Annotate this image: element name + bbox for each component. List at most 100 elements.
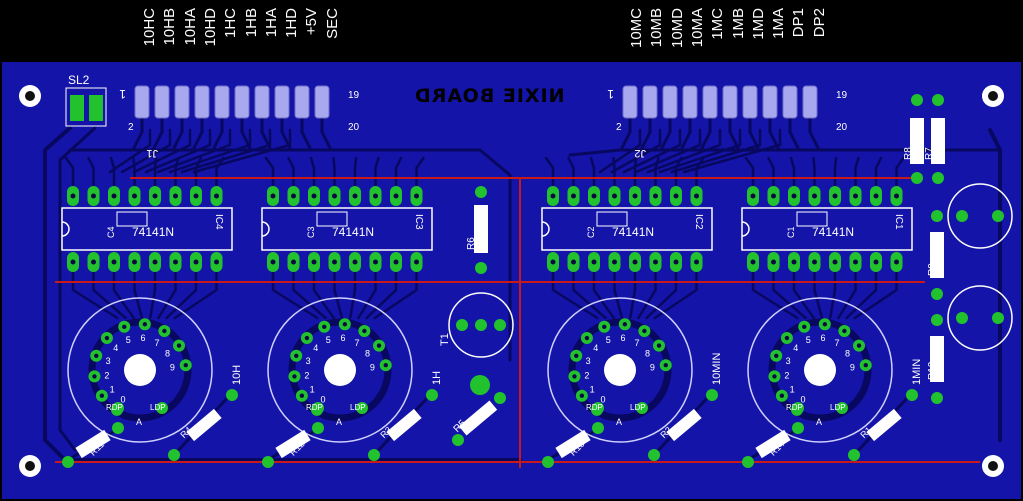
ic-trace (264, 156, 275, 188)
pin-label: 1 (607, 87, 614, 101)
ic-drill (673, 193, 679, 199)
ic-drill (414, 259, 419, 265)
ic-trace (837, 270, 857, 320)
top-layer-traces (55, 177, 980, 468)
tube-center-text: A (336, 417, 342, 427)
ic-trace (133, 270, 144, 320)
ic-trace (792, 270, 816, 320)
tube-dp-label: RDP (106, 403, 123, 412)
ic-drill (673, 259, 679, 265)
resistor-body (555, 429, 591, 459)
cap-pad (956, 312, 968, 324)
ic-trace (415, 156, 425, 188)
ic-drill (70, 193, 76, 199)
tube-drill (299, 393, 305, 398)
tube-drill (774, 353, 779, 358)
tube-center (604, 354, 636, 386)
tube-center-text: A (616, 417, 622, 427)
copper-traces (43, 116, 1002, 462)
connector-name: J1 (146, 147, 158, 159)
connector-label: DP2 (810, 8, 828, 38)
ic-drill (393, 193, 399, 199)
ic-drill (111, 193, 117, 199)
cap-pad (956, 210, 968, 222)
ic-trace (613, 270, 624, 320)
tube-pin-label: 1 (110, 384, 115, 394)
ic-drill (270, 259, 276, 265)
res-pad (475, 186, 487, 198)
tube-drill (802, 324, 807, 329)
resistor-body (275, 429, 311, 459)
tube-pin-label: 9 (850, 363, 855, 373)
ic-drill (791, 193, 797, 199)
tube-drill (772, 374, 777, 379)
tube-drill (362, 328, 367, 334)
tube-pin-label: 4 (313, 343, 318, 353)
tube-pin-label: 3 (586, 356, 591, 366)
pin-label: 2 (616, 122, 622, 133)
tube-drill (94, 353, 99, 358)
ic-drill (894, 193, 899, 199)
resistor-body (458, 400, 498, 436)
transistor-pad (475, 319, 487, 331)
trace (646, 128, 722, 174)
ic-drill (873, 259, 879, 265)
tube-label: 1H (431, 371, 443, 385)
led-pad (470, 375, 490, 395)
connector-label: 10MD (668, 8, 686, 49)
ic-part: 74141N (812, 225, 854, 239)
ic-trace (132, 156, 136, 188)
ic-drill (332, 259, 337, 265)
header-pin-J2 (802, 85, 818, 119)
tube-drill (572, 374, 577, 379)
tube-drill (579, 393, 585, 398)
tube-pin-label: 2 (104, 371, 109, 381)
cap-pad (992, 210, 1004, 222)
tube-pin (792, 402, 804, 414)
tube-drill (856, 343, 862, 348)
ic-drill (373, 193, 378, 199)
trace (640, 116, 652, 150)
resistor-body (866, 408, 902, 442)
header-pin-J1 (274, 85, 290, 119)
tube-pin-label: 5 (126, 335, 131, 345)
tube-center (324, 354, 356, 386)
tube-pin (156, 402, 168, 414)
cap-outline (116, 211, 148, 227)
resistor-body (930, 232, 944, 278)
trace (598, 128, 642, 174)
res-pad (648, 449, 660, 461)
tube-pin-label: 2 (304, 371, 309, 381)
ic-trace (292, 270, 327, 320)
trace (132, 128, 192, 174)
ic-drill (414, 193, 419, 199)
header-pin-J1 (254, 85, 270, 119)
res-pad (931, 288, 943, 300)
resistor-body (931, 118, 945, 164)
cap-outline (316, 211, 348, 227)
tube-pin-label: 1 (590, 384, 595, 394)
transistor-outline (448, 292, 514, 358)
tube-dp-label: RDP (306, 403, 323, 412)
tube-pin-label: 6 (820, 333, 825, 343)
ic-trace (767, 156, 775, 188)
trace (658, 128, 742, 174)
ic-trace (544, 156, 555, 188)
tube-pin-label: 8 (365, 349, 370, 359)
connector-label: 1HC (222, 8, 240, 39)
silkscreen (61, 85, 1013, 459)
tube-center-text: A (816, 417, 822, 427)
ic-notch (61, 221, 70, 237)
ic-notch (741, 221, 750, 237)
ic-trace (828, 270, 837, 320)
ic-drill (653, 193, 658, 199)
tube-pin-label: 9 (650, 363, 655, 373)
connector-label: DP1 (790, 8, 808, 38)
ic-drill (653, 259, 658, 265)
tube-pin (592, 402, 604, 414)
ic-trace (309, 156, 316, 188)
tube-drill (104, 335, 110, 341)
ic-trace (173, 270, 218, 320)
tube-pin (112, 402, 124, 414)
